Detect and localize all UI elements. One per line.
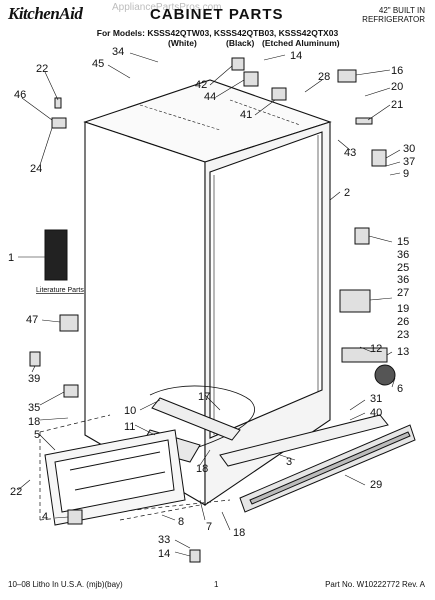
part-leg-33 xyxy=(189,549,201,563)
callout: 7 xyxy=(206,521,212,533)
callout: 22 xyxy=(36,63,48,75)
product-type: 42" BUILT IN REFRIGERATOR xyxy=(362,6,425,24)
callout: 40 xyxy=(370,407,382,419)
part-bracket-44 xyxy=(243,71,259,87)
callout: 27 xyxy=(397,287,409,299)
part-motor-47 xyxy=(59,314,79,332)
part-switch-42 xyxy=(231,57,245,71)
literature-parts-label: Literature Parts xyxy=(36,287,84,294)
callout: 43 xyxy=(344,147,356,159)
part-bracket-19 xyxy=(339,289,371,313)
watermark: AppliancePartsPros.com xyxy=(112,2,222,13)
callout: 45 xyxy=(92,58,104,70)
callout: 37 xyxy=(403,156,415,168)
callout: 36 xyxy=(397,274,409,286)
callout: 5 xyxy=(34,429,40,441)
callout: 47 xyxy=(26,314,38,326)
callout: 12 xyxy=(370,343,382,355)
footer-part-number: Part No. W10222772 Rev. A xyxy=(325,580,425,589)
base-assembly xyxy=(39,385,416,526)
callout: 17 xyxy=(198,391,210,403)
callout: 42 xyxy=(195,79,207,91)
part-bracket-30 xyxy=(371,149,387,167)
models-line: For Models: KSSS42QTW03, KSSS42QTB03, KS… xyxy=(96,28,339,38)
part-roller-6 xyxy=(374,364,396,386)
callout: 18 xyxy=(28,416,40,428)
callout: 25 xyxy=(397,262,409,274)
callout: 14 xyxy=(290,50,302,62)
part-hinge-41 xyxy=(271,87,287,101)
callout-numbers: 34 45 22 46 24 42 44 14 28 16 20 21 41 4… xyxy=(8,46,415,560)
callout: 39 xyxy=(28,373,40,385)
callout: 36 xyxy=(397,249,409,261)
callout: 18 xyxy=(196,463,208,475)
part-clip-35 xyxy=(63,384,79,398)
small-parts xyxy=(29,57,396,563)
footer-litho: 10–08 Litho In U.S.A. (mjb)(bay) xyxy=(8,580,123,589)
callout: 26 xyxy=(397,316,409,328)
callout: 41 xyxy=(240,109,252,121)
callout: 16 xyxy=(391,65,403,77)
footer-page-number: 1 xyxy=(214,580,219,589)
callout: 14 xyxy=(158,548,170,560)
callout: 24 xyxy=(30,163,42,175)
product-line-1: 42" BUILT IN xyxy=(378,6,425,15)
part-hinge-16 xyxy=(337,69,357,83)
callout: 44 xyxy=(204,91,216,103)
callout: 28 xyxy=(318,71,330,83)
part-cap-39 xyxy=(29,351,41,367)
part-spring-21 xyxy=(355,117,373,125)
callout: 1 xyxy=(8,252,14,264)
part-bracket-24 xyxy=(51,117,67,129)
variant-white: (White) xyxy=(168,38,197,48)
callout: 33 xyxy=(158,534,170,546)
variant-black: (Black) xyxy=(226,38,255,48)
callout: 31 xyxy=(370,393,382,405)
callout: 22 xyxy=(10,486,22,498)
callout: 19 xyxy=(397,303,409,315)
variant-aluminum: (Etched Aluminum) xyxy=(262,38,340,48)
leader-lines xyxy=(17,52,401,557)
callout: 18 xyxy=(233,527,245,539)
callout: 46 xyxy=(14,89,26,101)
brand-logo: KitchenAid xyxy=(8,4,83,23)
callout: 9 xyxy=(403,168,409,180)
callout: 2 xyxy=(344,187,350,199)
callout: 13 xyxy=(397,346,409,358)
part-hinge-15 xyxy=(354,227,370,245)
callout: 15 xyxy=(397,236,409,248)
callout: 35 xyxy=(28,402,40,414)
callout: 29 xyxy=(370,479,382,491)
callout: 10 xyxy=(124,405,136,417)
callout: 23 xyxy=(397,329,409,341)
callout: 3 xyxy=(286,456,292,468)
callout: 6 xyxy=(397,383,403,395)
callout: 8 xyxy=(178,516,184,528)
part-leveler-4 xyxy=(67,509,83,525)
cabinet-shell xyxy=(83,79,332,507)
callout: 20 xyxy=(391,81,403,93)
callout: 34 xyxy=(112,46,124,58)
callout: 4 xyxy=(42,511,48,523)
callout: 21 xyxy=(391,99,403,111)
product-line-2: REFRIGERATOR xyxy=(362,15,425,24)
callout: 11 xyxy=(124,421,135,433)
part-screw-22 xyxy=(54,97,62,109)
callout: 30 xyxy=(403,143,415,155)
page-title: CABINET PARTS xyxy=(150,6,284,23)
part-literature-1 xyxy=(44,229,68,281)
